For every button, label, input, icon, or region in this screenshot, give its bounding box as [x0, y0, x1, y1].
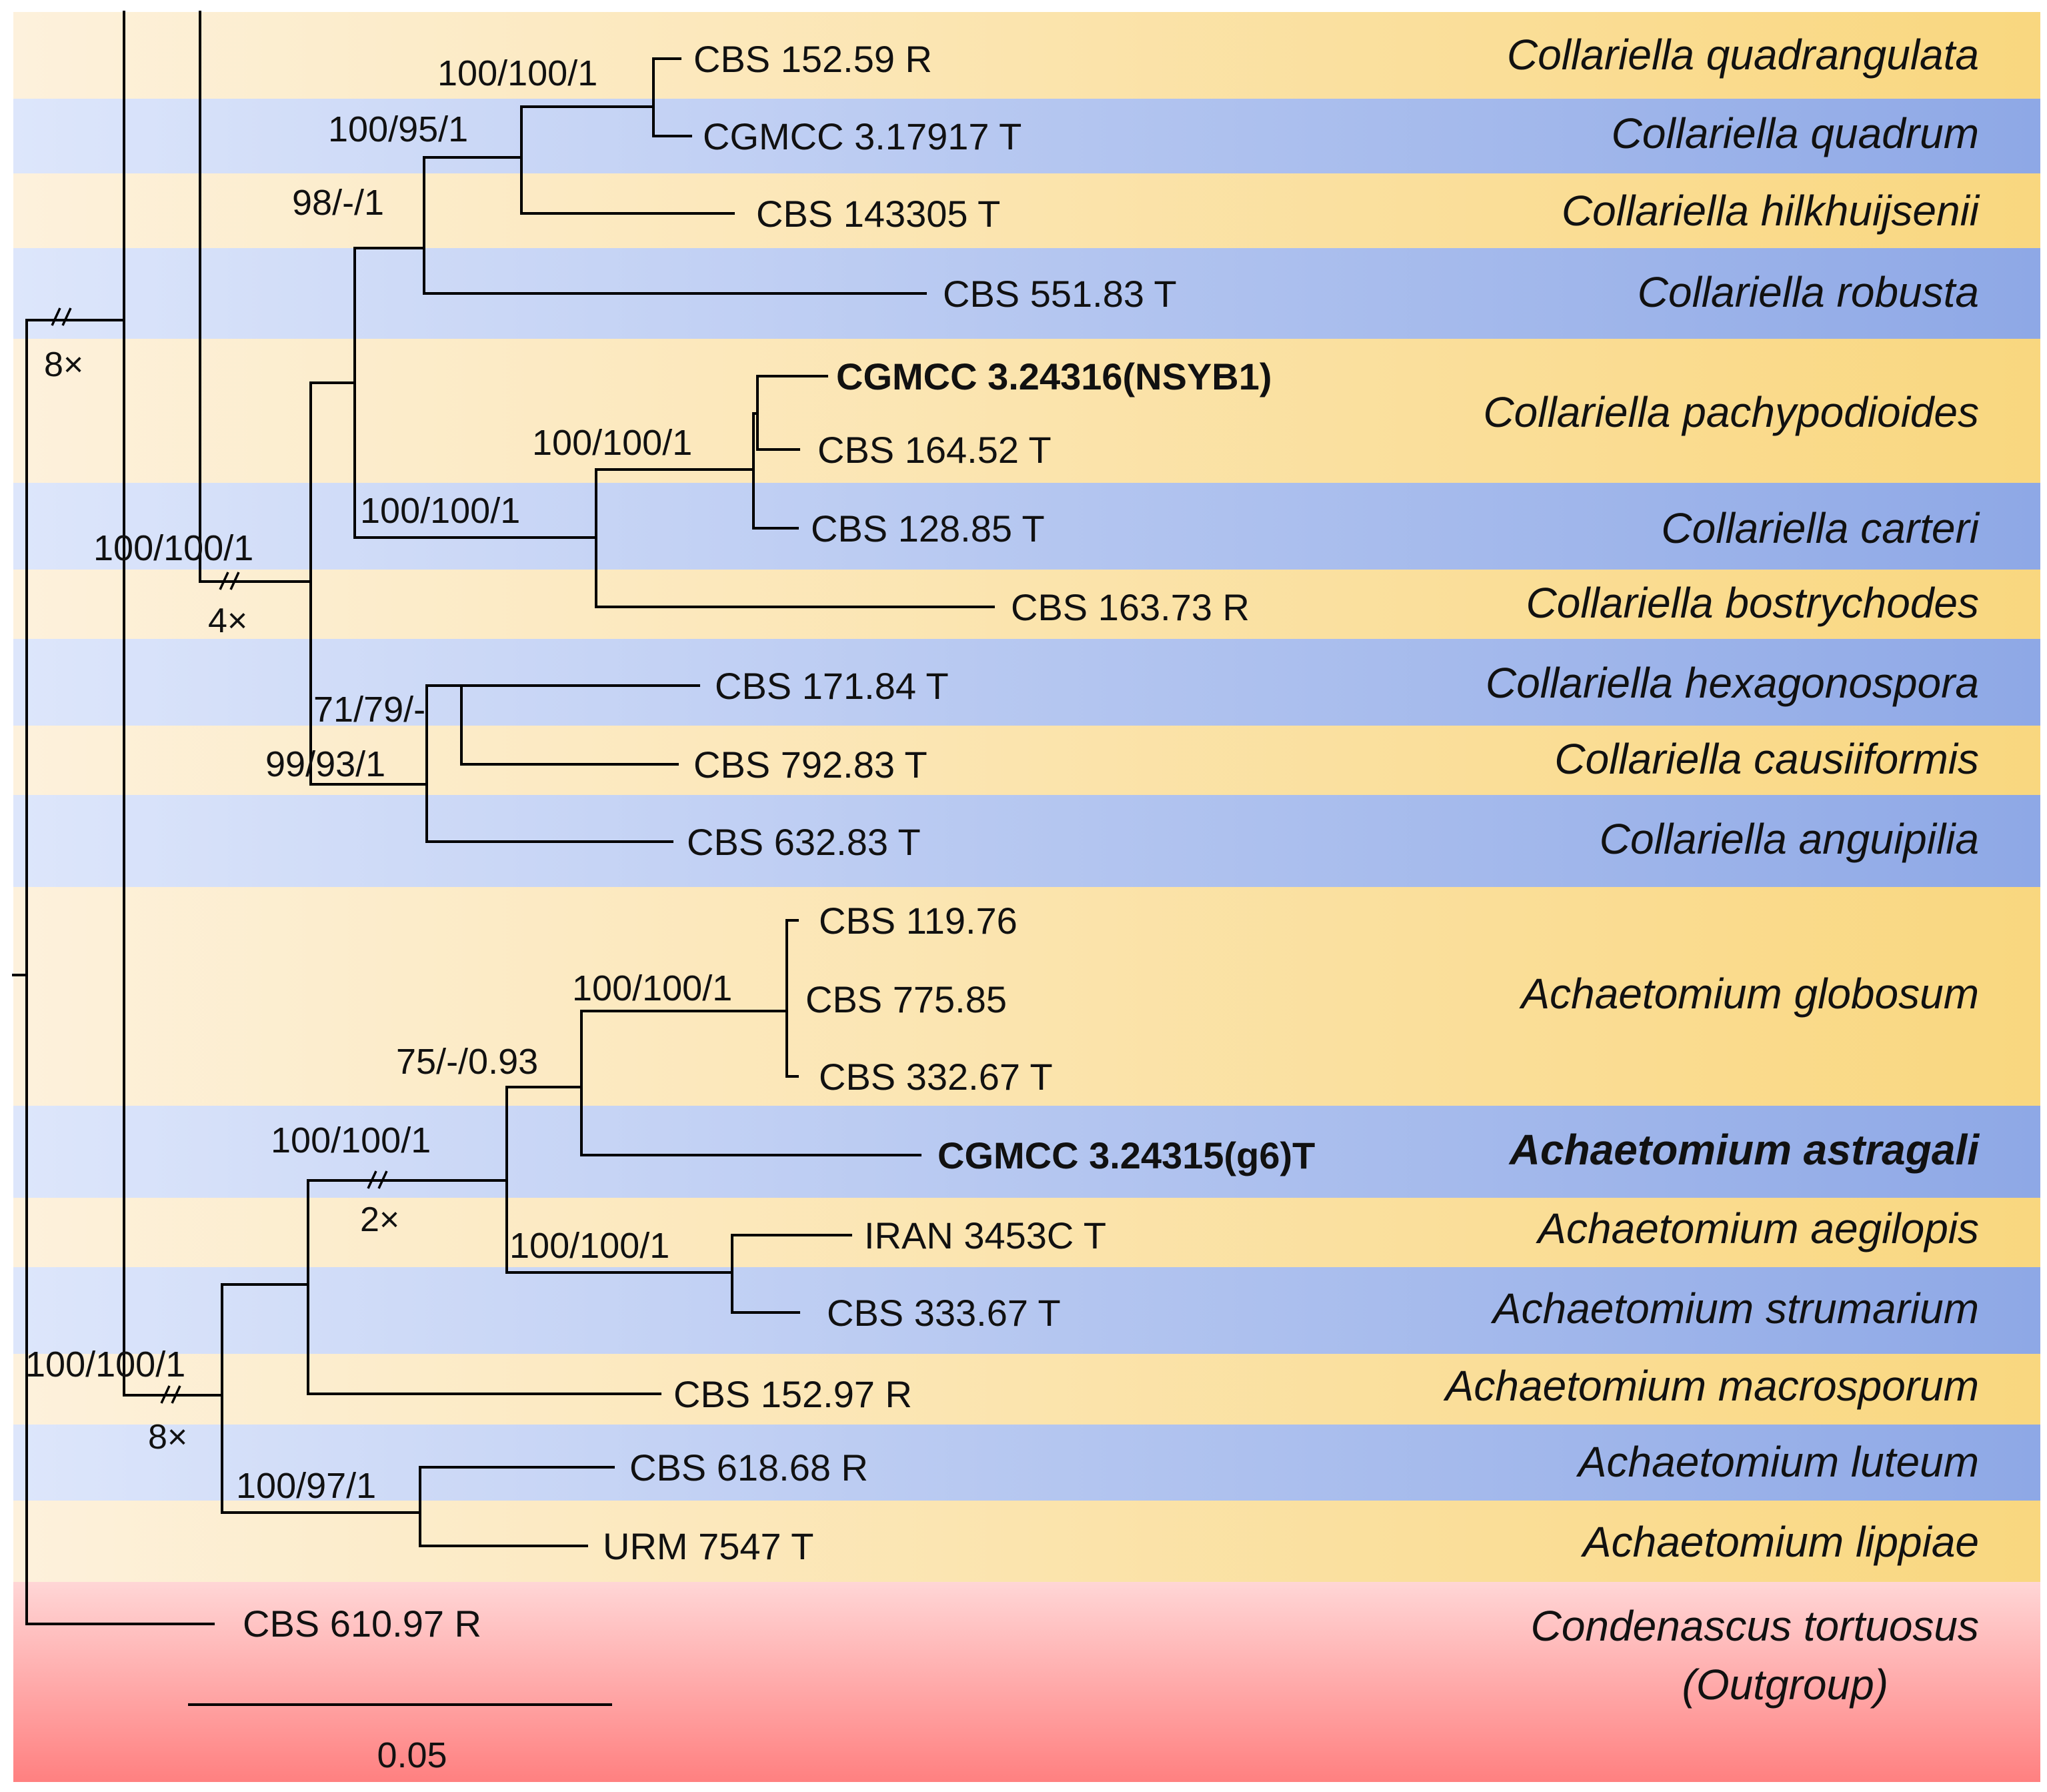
band-macrosporum — [13, 1354, 2040, 1425]
strain-label: CBS 618.68 R — [629, 1447, 868, 1489]
strain-label: CBS 119.76 — [819, 900, 1017, 942]
band-lippiae — [13, 1501, 2040, 1582]
band-pachypodioides — [13, 339, 2040, 483]
species-label: Collariella pachypodioides — [1483, 388, 1979, 436]
support-label: 100/100/1 — [271, 1120, 431, 1160]
support-label: 100/100/1 — [509, 1226, 669, 1266]
strain-label: CBS 332.67 T — [819, 1056, 1053, 1098]
band-quadrangulata — [13, 12, 2040, 99]
support-label: 100/100/1 — [93, 528, 253, 568]
support-label: 100/100/1 — [437, 53, 597, 93]
strain-label: CBS 632.83 T — [687, 821, 921, 863]
scale-bar: 0.05 — [188, 1703, 612, 1775]
support-label: 98/-/1 — [292, 183, 384, 223]
support-label: 100/100/1 — [25, 1345, 185, 1385]
support-label: 75/-/0.93 — [396, 1042, 538, 1082]
break-mark-root — [51, 307, 72, 326]
strain-label: CBS 792.83 T — [693, 744, 927, 786]
strain-label: CBS 551.83 T — [943, 273, 1177, 315]
species-label: Collariella quadrum — [1612, 109, 1979, 157]
species-labels: Collariella quadrangulata Collariella qu… — [1443, 31, 1980, 1709]
strain-label: CBS 143305 T — [756, 193, 1000, 235]
species-label: Collariella bostrychodes — [1526, 579, 1979, 627]
species-label: Achaetomium lippiae — [1580, 1518, 1979, 1566]
band-strumarium — [13, 1267, 2040, 1354]
band-tortuosus-outgroup — [13, 1582, 2040, 1782]
species-label: Achaetomium aegilopis — [1535, 1204, 1979, 1252]
strain-label: CGMCC 3.17917 T — [703, 115, 1021, 157]
band-carteri — [13, 483, 2040, 570]
tree-branches — [12, 11, 995, 1625]
support-label: 100/100/1 — [572, 968, 732, 1008]
break-mark-collariella — [219, 572, 240, 590]
band-astragali — [13, 1106, 2040, 1198]
strain-label-highlighted: CGMCC 3.24316(NSYB1) — [836, 355, 1272, 397]
species-label: Collariella hilkhuijsenii — [1562, 187, 1980, 235]
strain-label: CBS 163.73 R — [1011, 586, 1250, 628]
species-label-new-species: Achaetomium astragali — [1508, 1126, 1980, 1174]
break-mark-core-achaetomium — [367, 1170, 388, 1189]
species-label: Achaetomium luteum — [1576, 1438, 1979, 1486]
branch-break-labels: 8× 4× 2× 8× — [44, 345, 399, 1457]
strain-labels: CBS 152.59 R CGMCC 3.17917 T CBS 143305 … — [243, 38, 1315, 1645]
strain-label: CBS 128.85 T — [811, 508, 1045, 550]
branch-break-marks — [51, 307, 388, 1404]
species-label: Collariella causiiformis — [1554, 735, 1979, 783]
strain-label-outgroup: CBS 610.97 R — [243, 1603, 481, 1645]
band-luteum — [13, 1425, 2040, 1501]
support-values: 100/100/1 100/95/1 98/-/1 100/100/1 100/… — [25, 53, 732, 1506]
species-label: Achaetomium strumarium — [1490, 1284, 1979, 1332]
band-bostrychodes — [13, 570, 2040, 639]
band-hilkhuijsenii — [13, 173, 2040, 248]
support-label: 100/100/1 — [532, 423, 692, 463]
scale-bar-label: 0.05 — [377, 1735, 447, 1775]
band-quadrum — [13, 99, 2040, 173]
break-label-core-achaetomium: 2× — [360, 1200, 399, 1239]
band-aegilopis — [13, 1198, 2040, 1267]
support-label: 100/97/1 — [236, 1466, 376, 1506]
species-label: Collariella hexagonospora — [1486, 659, 1979, 707]
strain-label-new-species: CGMCC 3.24315(g6)T — [937, 1134, 1315, 1176]
break-mark-achaetomium — [160, 1385, 181, 1404]
band-hexagonospora — [13, 639, 2040, 726]
species-label: Collariella quadrangulata — [1507, 31, 1979, 79]
strain-label: CBS 171.84 T — [715, 665, 949, 707]
species-label-outgroup: Condenascus tortuosus — [1531, 1602, 1979, 1650]
species-label: Achaetomium macrosporum — [1443, 1362, 1979, 1410]
support-label: 100/95/1 — [328, 109, 468, 149]
strain-label: IRAN 3453C T — [864, 1214, 1106, 1256]
strain-label: CBS 775.85 — [805, 978, 1007, 1020]
support-label: 99/93/1 — [265, 744, 385, 784]
break-label-root: 8× — [44, 345, 83, 384]
species-label: Achaetomium globosum — [1518, 970, 1979, 1018]
species-label: Collariella carteri — [1661, 504, 1980, 552]
collariella-stem — [199, 11, 312, 583]
strain-label: CBS 333.67 T — [827, 1292, 1061, 1334]
break-label-collariella: 4× — [208, 602, 247, 640]
strain-label: CBS 152.97 R — [673, 1373, 912, 1415]
strain-label: URM 7547 T — [603, 1525, 813, 1567]
strain-label: CBS 164.52 T — [817, 429, 1052, 471]
support-label: 71/79/- — [313, 690, 425, 730]
outgroup-note: (Outgroup) — [1682, 1661, 1888, 1709]
band-robusta — [13, 248, 2040, 339]
band-anguipilia — [13, 795, 2040, 887]
band-globosum — [13, 887, 2040, 1106]
species-label: Collariella anguipilia — [1600, 815, 1979, 863]
strain-label: CBS 152.59 R — [693, 38, 932, 80]
support-label: 100/100/1 — [360, 491, 520, 531]
species-label: Collariella robusta — [1638, 268, 1979, 316]
species-bands — [13, 12, 2040, 1782]
break-label-achaetomium: 8× — [148, 1418, 187, 1457]
